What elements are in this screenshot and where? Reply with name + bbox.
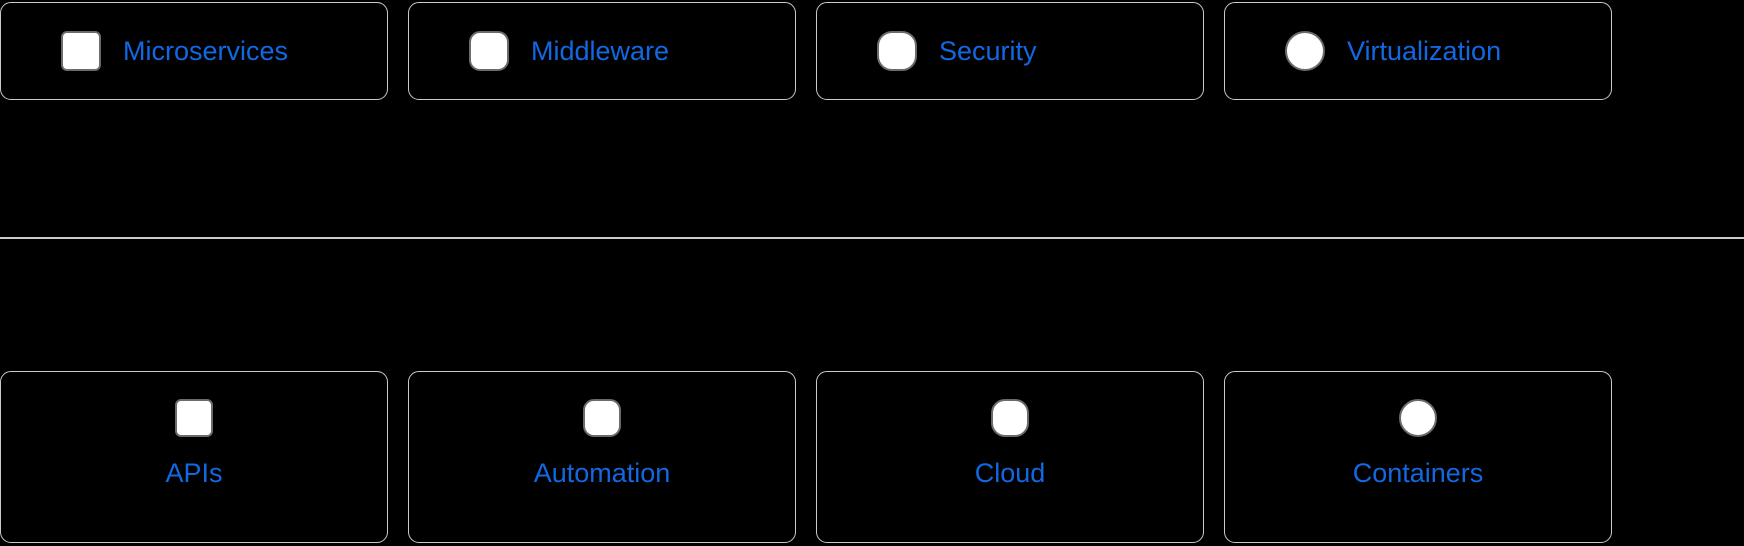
card-label-apis: APIs <box>165 458 223 488</box>
card-label-security: Security <box>939 35 1037 66</box>
card-cloud[interactable]: Cloud <box>816 371 1204 543</box>
card-microservices[interactable]: Microservices <box>0 2 388 100</box>
card-apis[interactable]: APIs <box>0 371 388 543</box>
rounded-square-soft-icon <box>583 399 621 437</box>
rounded-square-icon <box>61 31 101 71</box>
card-security[interactable]: Security <box>816 2 1204 100</box>
card-label-middleware: Middleware <box>531 35 670 66</box>
card-automation[interactable]: Automation <box>408 371 796 543</box>
card-virtualization[interactable]: Virtualization <box>1224 2 1612 100</box>
card-containers[interactable]: Containers <box>1224 371 1612 543</box>
card-label-automation: Automation <box>533 458 671 488</box>
top-card-row: Microservices Middleware Security Virtua… <box>0 2 1744 100</box>
circle-icon <box>1399 399 1437 437</box>
rounded-square-icon <box>175 399 213 437</box>
squircle-icon <box>877 31 917 71</box>
card-label-containers: Containers <box>1352 458 1484 488</box>
card-label-cloud: Cloud <box>974 458 1046 488</box>
circle-icon <box>1285 31 1325 71</box>
section-divider <box>0 237 1744 239</box>
rounded-square-soft-icon <box>469 31 509 71</box>
card-label-virtualization: Virtualization <box>1347 35 1502 66</box>
card-label-microservices: Microservices <box>123 35 289 66</box>
squircle-icon <box>991 399 1029 437</box>
card-middleware[interactable]: Middleware <box>408 2 796 100</box>
bottom-card-row: APIs Automation Cloud Containers <box>0 371 1744 543</box>
